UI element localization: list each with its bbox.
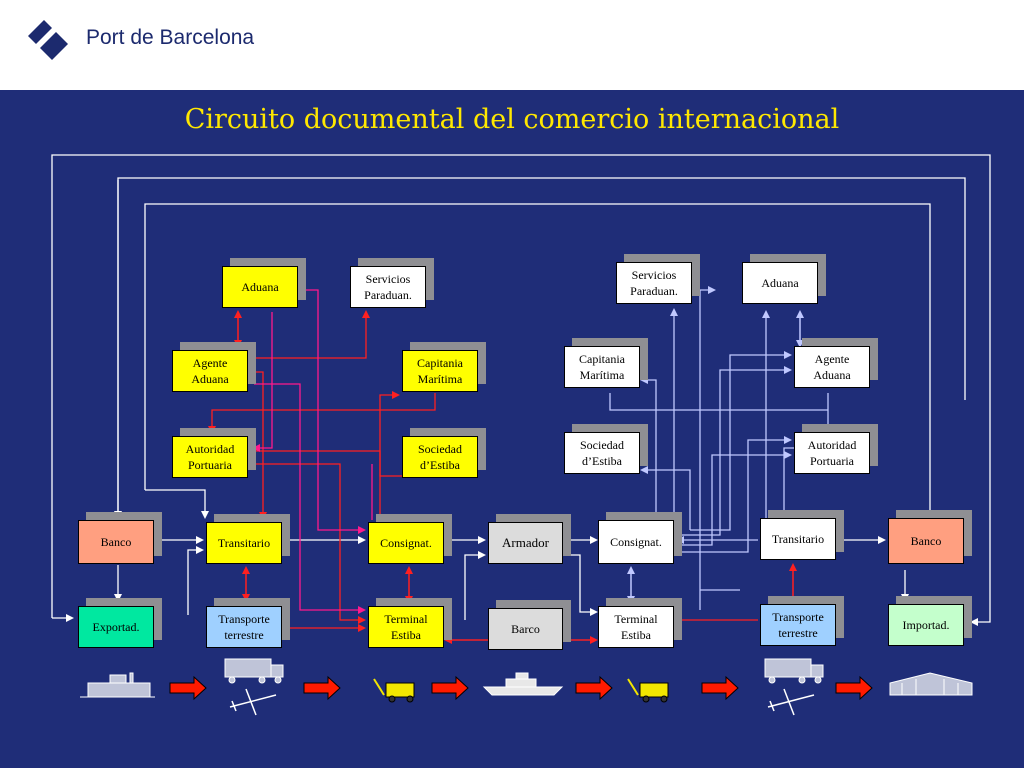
box-label: Armador (502, 535, 549, 551)
box-label: Autoridad Portuaria (185, 441, 235, 472)
forklift-icon (373, 678, 415, 703)
truck-icon (764, 658, 824, 684)
box-label: Servicios Paraduan. (364, 271, 412, 302)
box-label: Agente Aduana (813, 351, 851, 382)
forklift-icon (627, 678, 669, 703)
box-label: Consignat. (380, 535, 432, 550)
box-label: Importad. (902, 617, 950, 632)
box-label: Sociedad d’Estiba (580, 437, 624, 468)
box-left-servicios: Servicios Paraduan. (350, 266, 426, 308)
box-barco: Barco (488, 608, 563, 650)
box-label: Agente Aduana (191, 355, 229, 386)
ship-icon (482, 672, 564, 696)
box-left-sociedad: Sociedad d’Estiba (402, 436, 478, 478)
box-left-terminal: Terminal Estiba (368, 606, 444, 648)
box-left-agente-aduana: Agente Aduana (172, 350, 248, 392)
box-importador: Importad. (888, 604, 964, 646)
box-right-capitania: Capitania Marítima (564, 346, 640, 388)
factory-icon (80, 672, 155, 698)
port-logo-icon (28, 20, 68, 60)
airplane-icon (767, 688, 815, 716)
box-label: Terminal Estiba (614, 611, 658, 642)
box-left-aduana: Aduana (222, 266, 298, 308)
truck-icon (224, 658, 284, 684)
box-right-aduana: Aduana (742, 262, 818, 304)
arrow-icon (575, 676, 613, 700)
box-label: Aduana (241, 279, 279, 294)
box-label: Exportad. (92, 619, 140, 634)
background-panel (0, 75, 1024, 768)
box-right-banco: Banco (888, 518, 964, 564)
box-right-sociedad: Sociedad d’Estiba (564, 432, 640, 474)
header-bar: Port de Barcelona (0, 0, 1024, 90)
warehouse-icon (889, 672, 973, 696)
arrow-icon (303, 676, 341, 700)
airplane-icon (229, 688, 277, 716)
arrow-icon (701, 676, 739, 700)
box-label: Consignat. (610, 534, 662, 549)
box-left-transporte: Transporte terrestre (206, 606, 282, 648)
box-label: Autoridad Portuaria (807, 437, 857, 468)
box-label: Barco (511, 621, 540, 636)
box-right-servicios: Servicios Paraduan. (616, 262, 692, 304)
box-armador: Armador (488, 522, 563, 564)
box-right-transporte: Transporte terrestre (760, 604, 836, 646)
box-exportador: Exportad. (78, 606, 154, 648)
arrow-icon (835, 676, 873, 700)
box-label: Capitania Marítima (417, 355, 463, 386)
box-left-capitania: Capitania Marítima (402, 350, 478, 392)
box-left-autoridad: Autoridad Portuaria (172, 436, 248, 478)
box-label: Servicios Paraduan. (630, 267, 678, 298)
box-left-consignat: Consignat. (368, 522, 444, 564)
box-left-transitario: Transitario (206, 522, 282, 564)
brand-name: Port de Barcelona (86, 26, 255, 49)
box-label: Sociedad d’Estiba (418, 441, 462, 472)
box-label: Transitario (771, 531, 825, 546)
transport-strip (80, 658, 973, 716)
box-label: Transporte terrestre (772, 609, 824, 640)
box-right-agente-aduana: Agente Aduana (794, 346, 870, 388)
box-right-consignat: Consignat. (598, 520, 674, 564)
box-label: Transporte terrestre (218, 611, 270, 642)
box-right-terminal: Terminal Estiba (598, 606, 674, 648)
box-label: Transitario (217, 535, 271, 550)
box-label: Banco (100, 534, 132, 549)
box-label: Aduana (761, 275, 799, 290)
arrow-icon (431, 676, 469, 700)
arrow-icon (169, 676, 207, 700)
box-label: Terminal Estiba (384, 611, 428, 642)
page-title: Circuito documental del comercio interna… (184, 104, 840, 135)
box-label: Banco (910, 533, 942, 548)
box-left-banco: Banco (78, 520, 154, 564)
box-right-autoridad: Autoridad Portuaria (794, 432, 870, 474)
box-label: Capitania Marítima (579, 351, 625, 382)
box-right-transitario: Transitario (760, 518, 836, 560)
